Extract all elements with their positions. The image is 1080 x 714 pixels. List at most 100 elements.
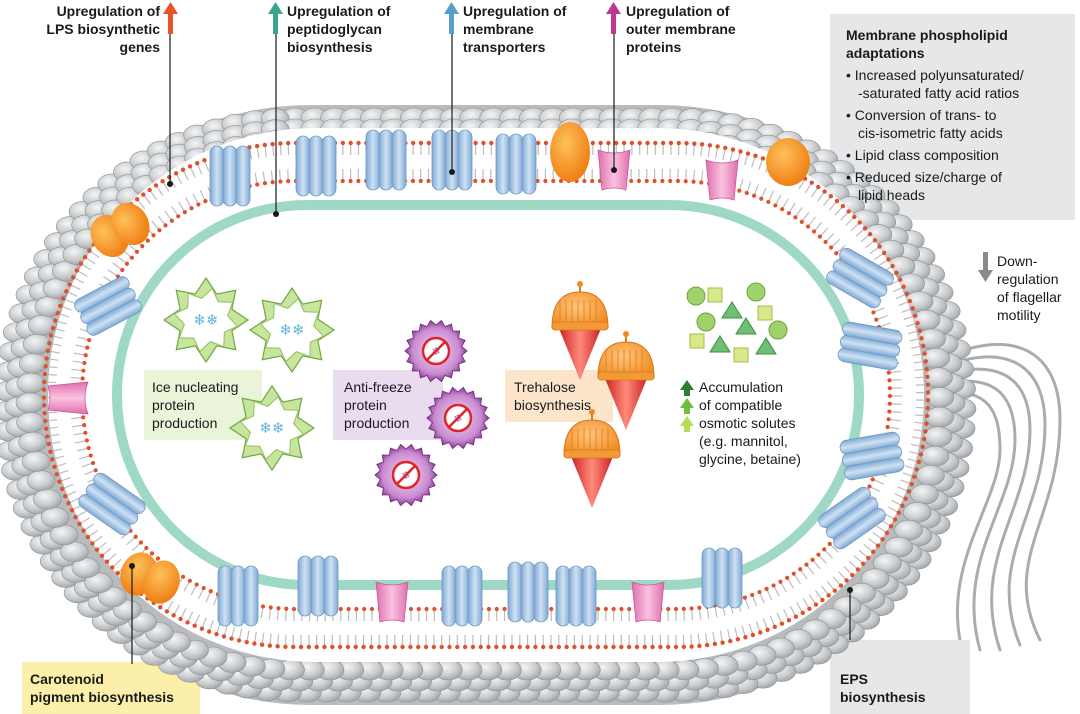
lipid-head xyxy=(286,179,291,184)
lipid-head xyxy=(880,537,885,542)
solute-arrows xyxy=(680,380,694,432)
lipid-head xyxy=(874,317,879,322)
lipid-head xyxy=(284,606,289,611)
lipid-head xyxy=(158,605,163,610)
lipid-head xyxy=(921,436,927,442)
lipid-head xyxy=(751,193,757,198)
trehalose-molecule xyxy=(563,409,621,508)
lipid-head xyxy=(488,178,493,184)
lipid-head xyxy=(41,395,47,400)
lipid-head xyxy=(80,376,85,381)
lipid-head xyxy=(99,553,105,558)
carotenoid-pigment xyxy=(766,138,810,186)
svg-text:❄❄: ❄❄ xyxy=(279,321,304,339)
lipid-head xyxy=(410,140,416,146)
lipid-head xyxy=(182,210,187,215)
lipid-head xyxy=(735,637,741,642)
trehalose-molecules xyxy=(551,281,655,508)
lipid-head xyxy=(900,503,905,508)
lipid-head xyxy=(793,215,798,220)
membrane-transporter xyxy=(818,486,886,550)
lipid-head xyxy=(423,644,429,650)
lipid-head xyxy=(595,644,601,650)
flagellar-label: Down- regulation of flagellar motility xyxy=(997,253,1062,323)
lipid-head xyxy=(426,140,431,146)
lipid-head xyxy=(881,250,887,256)
lipid-head xyxy=(81,415,86,420)
lipid-head xyxy=(611,644,616,650)
lipid-head xyxy=(723,145,728,151)
lipid-head xyxy=(626,644,632,650)
lps-bead xyxy=(923,426,953,448)
lipid-head xyxy=(535,178,540,184)
lipid-head xyxy=(354,606,359,612)
lipid-head xyxy=(780,207,785,212)
antifreeze-box xyxy=(333,370,443,440)
lipid-head xyxy=(875,543,881,548)
lipid-head xyxy=(77,521,82,527)
lipid-head xyxy=(558,178,564,184)
lipid-head xyxy=(668,178,673,184)
outer-membrane-porin xyxy=(47,381,89,415)
lipid-head xyxy=(704,642,710,648)
lipid-head xyxy=(254,143,260,149)
lipid-head xyxy=(750,632,756,638)
lipid-head xyxy=(432,606,437,612)
lipid-head xyxy=(894,270,899,276)
lipid-head xyxy=(229,636,234,641)
lipid-head xyxy=(771,583,776,588)
lipid-head xyxy=(486,644,491,650)
lipid-head xyxy=(906,489,911,494)
lipid-head xyxy=(606,140,611,146)
lipid-head xyxy=(87,337,92,343)
lipid-head xyxy=(408,606,414,612)
lipid-head xyxy=(525,644,530,650)
lipid-head xyxy=(90,460,96,466)
lipid-head xyxy=(715,144,720,149)
lipid-head xyxy=(322,644,327,650)
lps-bead xyxy=(873,553,902,574)
lipid-head xyxy=(826,593,831,598)
lipid-head xyxy=(765,627,770,632)
lipid-head xyxy=(270,141,275,147)
lipid-head xyxy=(871,549,876,555)
lps-bead xyxy=(925,406,955,428)
lipid-head xyxy=(356,178,361,184)
lipid-head xyxy=(43,418,48,424)
membrane-transporter xyxy=(837,321,903,371)
lipid-head xyxy=(47,341,52,346)
lipid-head xyxy=(44,426,49,431)
lipid-head xyxy=(805,224,811,229)
membrane-transporter xyxy=(839,431,905,481)
lipid-head xyxy=(192,623,197,628)
lipid-head xyxy=(306,644,312,650)
cytoplasm xyxy=(122,210,854,580)
lps-bead xyxy=(21,451,51,472)
membrane-transporter xyxy=(495,133,537,195)
lps-bead xyxy=(911,309,941,331)
lipid-head xyxy=(314,644,319,650)
lipid-head xyxy=(236,638,242,643)
lipid-head xyxy=(462,644,468,650)
lipid-head xyxy=(816,184,821,190)
trehalose-box xyxy=(505,370,613,422)
membrane-transporter xyxy=(295,135,337,197)
lipid-head xyxy=(353,644,358,650)
ice-nucleating-proteins: ❄❄❄❄❄❄ xyxy=(162,276,336,472)
lipid-head xyxy=(262,181,268,186)
lipid-head xyxy=(275,644,280,649)
lipid-head xyxy=(886,257,891,262)
transporter-up-arrow xyxy=(444,2,459,34)
lipid-head xyxy=(907,298,913,304)
lipid-head xyxy=(877,244,882,249)
peptidoglycan-label: Upregulation of peptidoglycan biosynthes… xyxy=(287,3,391,55)
lipid-head xyxy=(270,180,275,185)
lipid-head xyxy=(673,644,679,650)
lipid-head xyxy=(827,541,832,546)
membrane-proteins xyxy=(47,122,905,627)
lipid-head xyxy=(866,555,871,561)
lipid-head xyxy=(337,644,343,650)
lipid-head xyxy=(691,179,696,184)
leader-lines xyxy=(131,34,851,664)
lipid-head xyxy=(42,379,47,385)
